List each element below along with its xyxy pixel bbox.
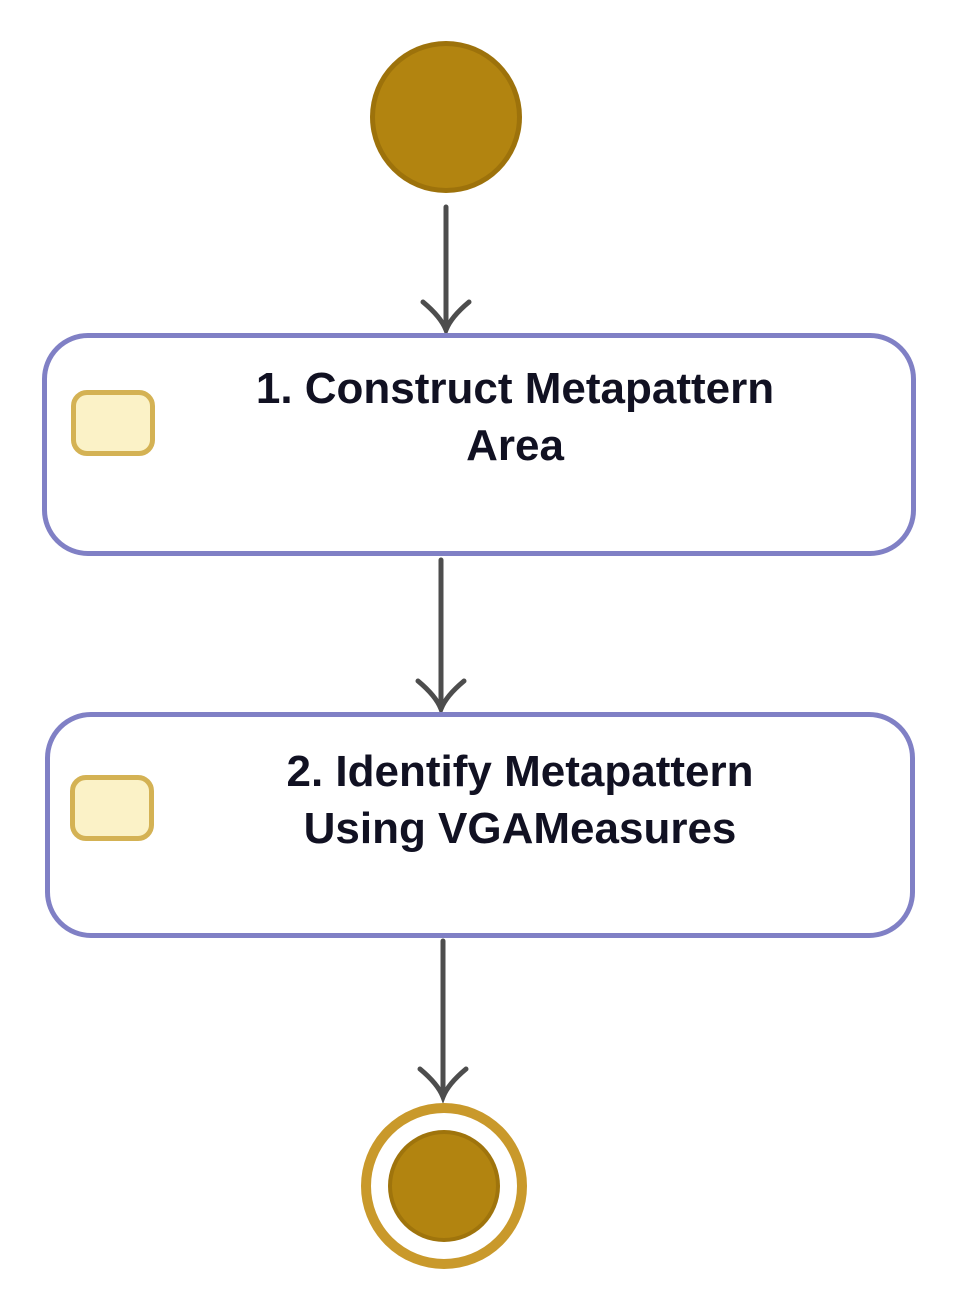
activity-node-identify-metapattern: 2. Identify Metapattern Using VGAMeasure… [45,712,915,938]
activity-label: 1. Construct Metapattern Area [47,338,911,551]
activity-label-line1: 1. Construct Metapattern [255,364,775,413]
activity-label: 2. Identify Metapattern Using VGAMeasure… [50,717,910,933]
activity-node-construct-metapattern-area: 1. Construct Metapattern Area [42,333,916,556]
activity-label-line2: Area [466,421,564,470]
flow-arrow-start-to-activity1 [420,204,472,337]
final-node-core [388,1130,500,1242]
flow-arrow-activity1-to-activity2 [415,557,467,716]
rounded-rectangle-icon [71,390,155,456]
final-node-icon [361,1103,527,1269]
initial-node-icon [370,41,522,193]
activity-label-line1: 2. Identify Metapattern [286,747,754,796]
flow-arrow-activity2-to-final [417,938,469,1104]
rounded-rectangle-icon [70,775,154,841]
activity-label-line2: Using VGAMeasures [303,804,737,853]
